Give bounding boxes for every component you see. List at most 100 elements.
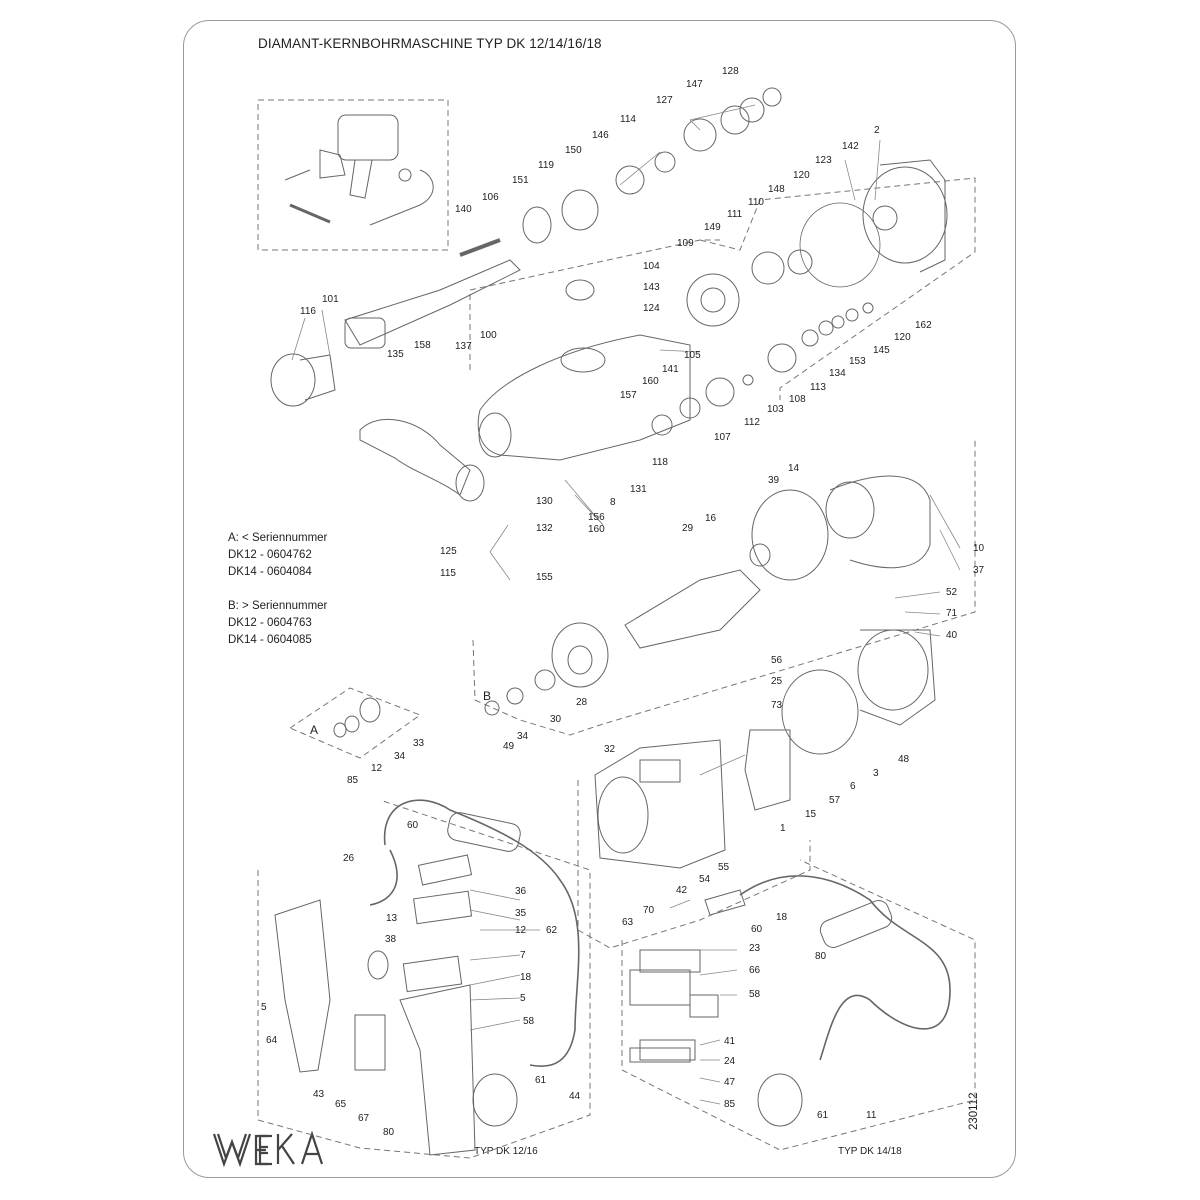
callout-60b: 26 — [343, 853, 355, 864]
callout-120b: 162 — [915, 320, 932, 331]
switch-left — [447, 812, 521, 852]
callout-40: 56 — [771, 655, 783, 666]
serial-note-b-line1: DK12 - 0604763 — [228, 617, 312, 629]
callout-101: 116 — [300, 306, 316, 317]
motor-section-outline — [472, 440, 976, 736]
callout-42: 70 — [643, 905, 655, 916]
callout-158: 135 — [387, 349, 404, 360]
callout-134: 153 — [849, 356, 866, 367]
callout-155: 156 — [588, 512, 605, 523]
serial-note-a: A: < Seriennummer DK12 - 0604762 DK14 - … — [228, 530, 327, 581]
callout-11: 33 — [413, 738, 425, 749]
callout-34b: 12 — [371, 763, 383, 774]
stator-section-outline — [577, 780, 811, 949]
leader-lines — [291, 104, 961, 1105]
bearing-flange — [799, 159, 948, 288]
callout-62: 13 — [386, 913, 398, 924]
right-handle-outline — [621, 859, 976, 1151]
callout-54: 42 — [676, 885, 688, 896]
callout-140: 140 — [455, 204, 472, 215]
callout-162: 101 — [322, 294, 339, 305]
callout-151: 151 — [512, 175, 529, 186]
callout-108: 108 — [789, 394, 806, 405]
callout-33: 34 — [394, 751, 406, 762]
callout-148: 148 — [768, 184, 785, 195]
right-handle-parts — [629, 889, 803, 1127]
callout-37: 52 — [946, 587, 958, 598]
serial-note-b: B: > Seriennummer DK12 - 0604763 DK14 - … — [228, 598, 327, 649]
callout-80b: 61 — [535, 1075, 547, 1086]
cables — [369, 799, 951, 1067]
callout-43: 65 — [335, 1099, 347, 1110]
callout-35: 12 — [515, 925, 527, 936]
callout-70: 63 — [622, 917, 634, 928]
callout-49: 32 — [604, 744, 616, 755]
callout-3: 48 — [898, 754, 910, 765]
callout-47: 85 — [724, 1099, 736, 1110]
callout-41: 24 — [724, 1056, 736, 1067]
callout-80: 61 — [817, 1110, 829, 1121]
callout-52: 71 — [946, 608, 958, 619]
callout-29: 16 — [705, 513, 717, 524]
stator — [594, 739, 726, 869]
callout-61: 11 — [866, 1110, 877, 1121]
callout-24: 47 — [724, 1077, 736, 1088]
callout-106: 106 — [482, 192, 499, 203]
variant-b-marker: B — [483, 689, 491, 703]
callout-143: 143 — [643, 282, 660, 293]
fan-housing — [751, 475, 931, 581]
spindle — [344, 238, 521, 349]
callout-36: 35 — [515, 908, 527, 919]
callout-61b: 44 — [569, 1091, 581, 1102]
callout-10: 37 — [973, 565, 985, 576]
callout-146: 146 — [592, 130, 609, 141]
weka-logo — [212, 1130, 324, 1168]
callout-150: 150 — [565, 145, 582, 156]
callout-131: 130 — [536, 496, 553, 507]
callout-65: 67 — [358, 1113, 370, 1124]
gear-train — [522, 87, 813, 436]
callout-38: 5 — [261, 1002, 267, 1013]
callout-119: 119 — [538, 160, 554, 171]
callout-116: 158 — [414, 340, 431, 351]
callout-1: 55 — [718, 862, 730, 873]
callout-58b: 38 — [385, 934, 397, 945]
callout-26: 36 — [515, 886, 527, 897]
callout-73: 28 — [576, 697, 588, 708]
callout-128: 128 — [722, 66, 739, 77]
callout-71: 40 — [946, 630, 958, 641]
callout-2: 2 — [874, 125, 880, 136]
callout-145: 120 — [894, 332, 911, 343]
callout-156: 160 — [588, 524, 605, 535]
callout-149: 149 — [704, 222, 721, 233]
callout-112b: 113 — [810, 382, 826, 393]
callout-135: 137 — [455, 341, 472, 352]
serial-note-a-line2: DK14 - 0604084 — [228, 566, 312, 578]
drawing-frame — [183, 20, 1016, 1178]
serial-note-b-heading: B: > Seriennummer — [228, 600, 328, 612]
callout-160b: 8 — [610, 497, 616, 508]
callout-12b: 62 — [546, 925, 558, 936]
callout-12: 85 — [347, 775, 359, 786]
callout-48: 57 — [829, 795, 841, 806]
callout-147: 147 — [686, 79, 703, 90]
callout-16: 39 — [768, 475, 780, 486]
callout-18b: 5 — [520, 993, 526, 1004]
serial-note-a-heading: A: < Seriennummer — [228, 532, 328, 544]
left-handle-outline — [257, 799, 591, 1159]
callout-64: 43 — [313, 1089, 325, 1100]
callout-56: 25 — [771, 676, 783, 687]
callout-8: 29 — [682, 523, 694, 534]
callout-109: 109 — [677, 238, 694, 249]
callout-67: 80 — [383, 1127, 395, 1138]
cap-104 — [565, 279, 595, 301]
callout-57: 15 — [805, 809, 817, 820]
callout-137: 100 — [480, 330, 497, 341]
callout-13: 7 — [520, 950, 526, 961]
inset-box — [257, 99, 449, 251]
callout-141: 141 — [662, 364, 679, 375]
side-handle — [270, 353, 485, 502]
callout-7: 18 — [520, 972, 532, 983]
callout-115: 155 — [536, 572, 553, 583]
gear-section-outline — [469, 239, 720, 370]
